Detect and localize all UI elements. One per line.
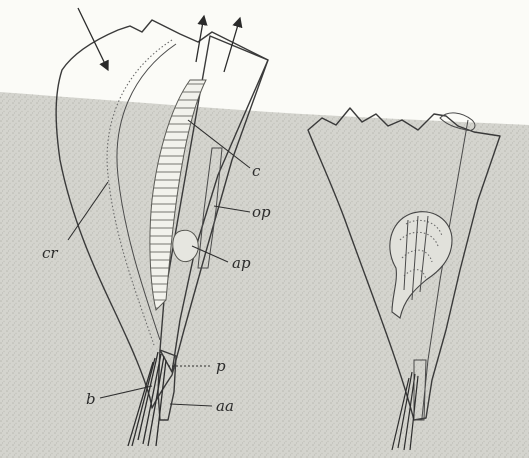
sediment — [0, 92, 529, 458]
inflow-arrow — [78, 8, 108, 70]
label-b: b — [86, 390, 96, 408]
label-p: p — [216, 357, 226, 375]
label-op: op — [252, 203, 271, 221]
label-c: c — [252, 162, 261, 180]
adductor-organ — [173, 230, 198, 261]
label-ap: ap — [232, 254, 251, 272]
label-aa: aa — [216, 397, 234, 415]
label-cr: cr — [42, 244, 58, 262]
